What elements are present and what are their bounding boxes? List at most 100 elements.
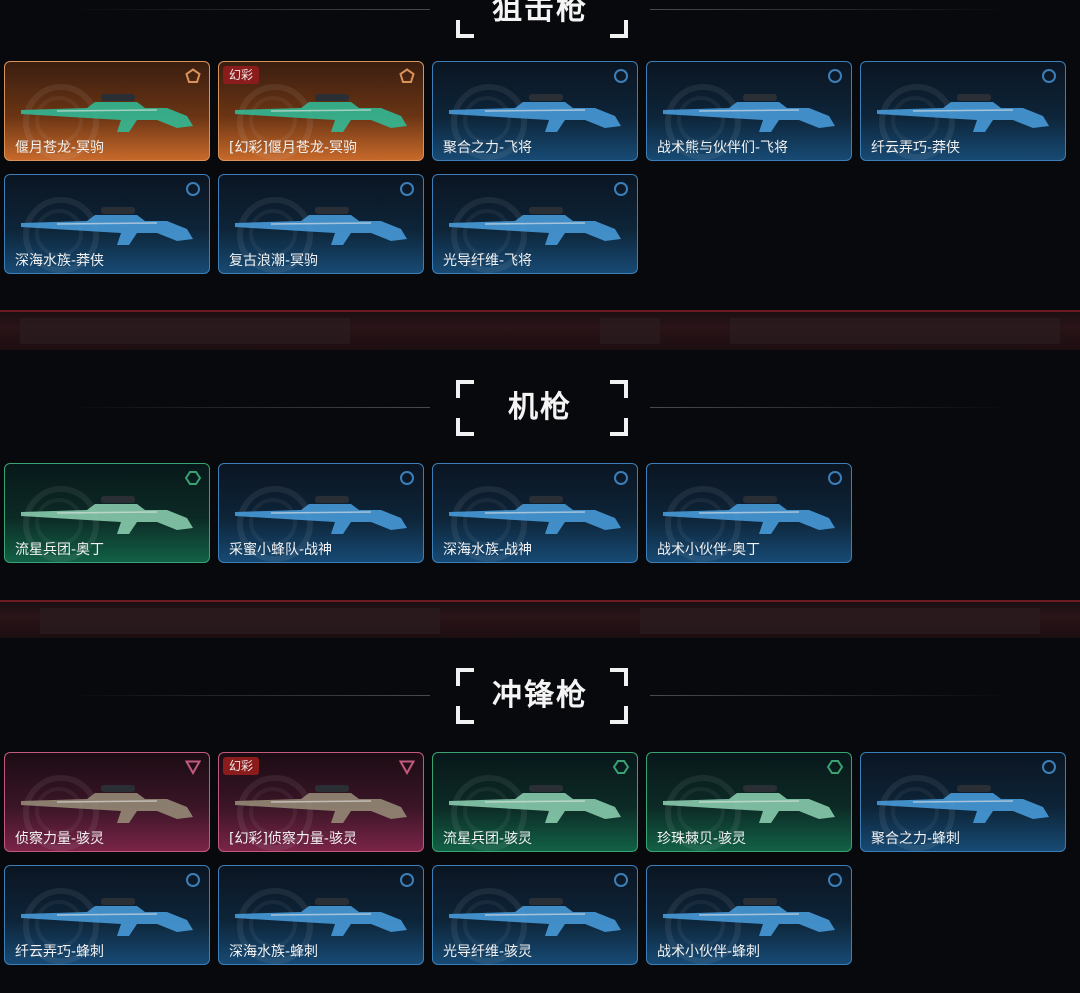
weapon-skin-card[interactable]: 复古浪潮-冥驹 (218, 174, 424, 274)
weapon-skin-card[interactable]: 幻彩[幻彩]侦察力量-骇灵 (218, 752, 424, 852)
weapon-skin-card[interactable]: 战术熊与伙伴们-飞将 (646, 61, 852, 161)
card-bg-ring (665, 775, 741, 851)
weapon-skin-name: 流星兵团-骇灵 (443, 831, 533, 847)
card-bg-ring (35, 209, 83, 257)
rainbow-badge: 幻彩 (223, 66, 260, 84)
card-bg-ring (879, 84, 955, 160)
diamond-icon (827, 760, 843, 774)
weapon-skin-card[interactable]: 聚合之力-飞将 (432, 61, 638, 161)
weapon-skin-image (235, 207, 407, 245)
weapon-skin-card[interactable]: 流星兵团-骇灵 (432, 752, 638, 852)
machine-gun-section-header: 机枪 (0, 376, 1080, 440)
weapon-skin-card[interactable]: 光导纤维-骇灵 (432, 865, 638, 965)
card-bg-ring (23, 486, 99, 562)
weapon-skin-image (877, 94, 1049, 132)
card-bg-ring (451, 775, 527, 851)
weapon-skin-card[interactable]: 深海水族-战神 (432, 463, 638, 563)
card-bg-ring (665, 888, 741, 964)
weapon-skin-name: 深海水族-战神 (443, 542, 533, 558)
weapon-skin-image (449, 207, 621, 245)
weapon-skin-card[interactable]: 光导纤维-飞将 (432, 174, 638, 274)
bracket-corner (610, 20, 628, 38)
circle-icon (614, 69, 628, 83)
weapon-skin-card[interactable]: 战术小伙伴-奥丁 (646, 463, 852, 563)
weapon-skin-card[interactable]: 侦察力量-骇灵 (4, 752, 210, 852)
card-bg-ring (451, 84, 527, 160)
card-bg-ring (665, 84, 741, 160)
weapon-skin-card[interactable]: 纤云弄巧-莽侠 (860, 61, 1066, 161)
weapon-skin-card[interactable]: 珍珠棘贝-骇灵 (646, 752, 852, 852)
smg-panel: 冲锋枪 侦察力量-骇灵 幻彩[幻彩]侦察力量-骇灵流星兵团-骇灵 珍珠棘贝-骇灵 聚合… (0, 638, 1080, 993)
weapon-skin-card[interactable]: 聚合之力-蜂刺 (860, 752, 1066, 852)
weapon-skin-name: 侦察力量-骇灵 (15, 831, 105, 847)
weapon-skin-image (21, 496, 193, 534)
circle-icon (828, 69, 842, 83)
circle-icon (186, 873, 200, 887)
card-bg-ring (35, 498, 83, 546)
triangle-icon (399, 760, 415, 775)
weapon-skin-card[interactable]: 纤云弄巧-蜂刺 (4, 865, 210, 965)
card-bg-ring (463, 900, 511, 948)
card-bg-ring (879, 775, 955, 851)
card-bg-ring (463, 498, 511, 546)
card-bg-ring (451, 197, 527, 273)
weapon-skin-image (449, 94, 621, 132)
section-title-smg: 冲锋枪 (492, 678, 588, 713)
card-bg-ring (237, 775, 313, 851)
weapon-skin-image (449, 898, 621, 936)
card-bg-ring (677, 900, 725, 948)
weapon-skin-name: 战术小伙伴-蜂刺 (657, 944, 761, 960)
card-bg-ring (23, 888, 99, 964)
bracket-corner (456, 706, 474, 724)
weapon-skin-name: 复古浪潮-冥驹 (229, 253, 319, 269)
card-bg-ring (463, 787, 511, 835)
card-bg-ring (451, 888, 527, 964)
circle-icon (828, 471, 842, 485)
weapon-skin-image (663, 785, 835, 823)
card-bg-ring (237, 197, 313, 273)
weapon-skin-name: 珍珠棘贝-骇灵 (657, 831, 747, 847)
card-bg-ring (249, 209, 297, 257)
circle-icon (614, 471, 628, 485)
circle-icon (400, 182, 414, 196)
header-divider-right (650, 695, 1010, 696)
weapon-skin-image (449, 496, 621, 534)
weapon-skin-image (21, 898, 193, 936)
card-bg-ring (891, 96, 939, 144)
weapon-skin-image (235, 496, 407, 534)
card-bg-ring (891, 787, 939, 835)
weapon-skin-image (21, 94, 193, 132)
weapon-skin-card[interactable]: 偃月苍龙-冥驹 (4, 61, 210, 161)
weapon-skin-card[interactable]: 深海水族-莽侠 (4, 174, 210, 274)
circle-icon (614, 182, 628, 196)
circle-icon (828, 873, 842, 887)
weapon-skin-image (663, 94, 835, 132)
weapon-skin-name: 深海水族-蜂刺 (229, 944, 319, 960)
weapon-skin-card[interactable]: 战术小伙伴-蜂刺 (646, 865, 852, 965)
weapon-skin-name: [幻彩]偃月苍龙-冥驹 (229, 140, 357, 156)
weapon-skin-card[interactable]: 采蜜小蜂队-战神 (218, 463, 424, 563)
weapon-skin-name: 偃月苍龙-冥驹 (15, 140, 105, 156)
section-divider-band (0, 310, 1080, 352)
bracket-corner (456, 668, 474, 686)
bracket-corner (610, 668, 628, 686)
sniper-section-header: 狙击枪 (0, 0, 1080, 42)
weapon-skin-image (663, 496, 835, 534)
weapon-skin-image (877, 785, 1049, 823)
section-title-sniper: 狙击枪 (492, 0, 588, 27)
card-bg-ring (249, 787, 297, 835)
card-bg-ring (665, 486, 741, 562)
header-divider-right (650, 407, 1010, 408)
weapon-skin-image (21, 207, 193, 245)
weapon-skin-image (449, 785, 621, 823)
weapon-skin-image (663, 898, 835, 936)
weapon-skin-card[interactable]: 深海水族-蜂刺 (218, 865, 424, 965)
header-divider-left (70, 9, 430, 10)
sniper-panel: 狙击枪 偃月苍龙-冥驹 幻彩 [幻彩]偃月苍龙-冥驹 聚合之力-飞将战术熊与伙伴们-飞… (0, 0, 1080, 312)
weapon-skin-card[interactable]: 幻彩 [幻彩]偃月苍龙-冥驹 (218, 61, 424, 161)
card-bg-ring (35, 96, 83, 144)
bracket-corner (456, 418, 474, 436)
machine-gun-panel: 机枪 流星兵团-奥丁采蜜小蜂队-战神深海水族-战神 战术小伙伴-奥丁 (0, 350, 1080, 602)
weapon-skin-card[interactable]: 流星兵团-奥丁 (4, 463, 210, 563)
header-divider-right (650, 9, 1010, 10)
